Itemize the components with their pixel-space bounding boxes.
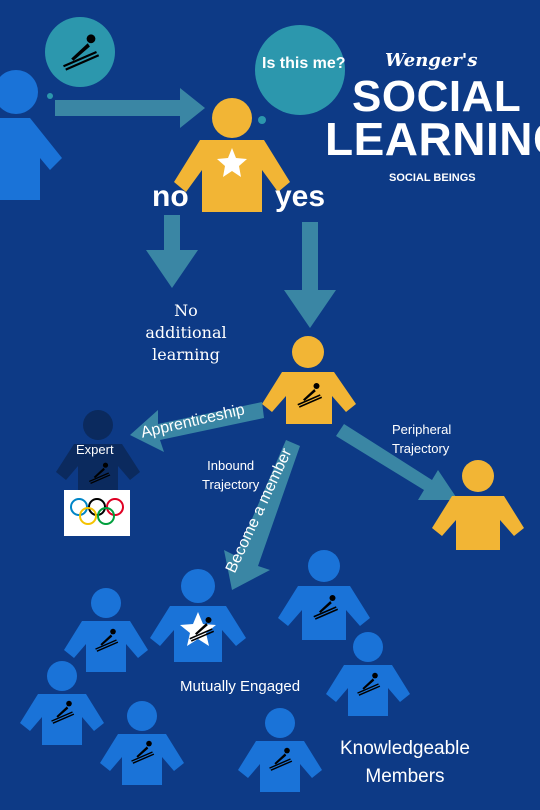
inbound-line2: Trajectory bbox=[202, 477, 260, 492]
thought-bubble-left bbox=[45, 17, 115, 99]
label-inbound-trajectory: Inbound Trajectory bbox=[202, 456, 259, 494]
person-blue-2 bbox=[278, 550, 370, 640]
person-yellow-peripheral bbox=[432, 460, 524, 550]
knowledgeable-line2: Members bbox=[365, 766, 445, 787]
title-author: Wenger's bbox=[385, 50, 478, 71]
label-no-additional-learning: No additional learning bbox=[145, 301, 227, 364]
star-icon bbox=[217, 148, 247, 177]
title-line2: LEARNING bbox=[325, 113, 540, 165]
inbound-line1: Inbound bbox=[207, 458, 255, 473]
label-knowledgeable-members: Knowledgeable Members bbox=[340, 735, 470, 791]
olympic-rings-icon bbox=[64, 490, 130, 536]
person-blue-5 bbox=[100, 701, 184, 785]
person-left-partial bbox=[0, 70, 62, 200]
thought-bubble-question bbox=[255, 25, 345, 124]
label-mutually-engaged: Mutually Engaged bbox=[180, 678, 301, 695]
label-expert: Expert bbox=[76, 442, 114, 457]
arrow-to-center bbox=[55, 88, 205, 128]
arrow-yes bbox=[284, 222, 336, 328]
arrow-no bbox=[146, 215, 198, 288]
title-line1: SOCIAL bbox=[352, 72, 522, 121]
label-no: no bbox=[152, 180, 189, 213]
label-yes: yes bbox=[275, 180, 326, 213]
person-expert bbox=[56, 410, 140, 495]
bubble-question-text: Is this me? bbox=[262, 55, 346, 72]
person-blue-3 bbox=[326, 632, 410, 716]
arrow-peripheral bbox=[336, 424, 458, 500]
person-yellow-skier bbox=[262, 336, 356, 424]
person-blue-4 bbox=[20, 661, 104, 745]
peripheral-line1: Peripheral bbox=[392, 422, 452, 437]
person-yellow-star bbox=[174, 98, 290, 212]
knowledgeable-line1: Knowledgeable bbox=[340, 738, 470, 759]
person-blue-1 bbox=[64, 588, 148, 672]
arrow-become-member bbox=[224, 440, 300, 590]
subtitle: SOCIAL BEINGS bbox=[389, 172, 476, 184]
community-people bbox=[20, 550, 410, 792]
peripheral-line2: Trajectory bbox=[392, 441, 450, 456]
label-peripheral-trajectory: Peripheral Trajectory bbox=[392, 420, 451, 458]
person-blue-star bbox=[150, 569, 246, 662]
person-blue-6 bbox=[238, 708, 322, 792]
arrow-apprenticeship bbox=[130, 402, 264, 452]
